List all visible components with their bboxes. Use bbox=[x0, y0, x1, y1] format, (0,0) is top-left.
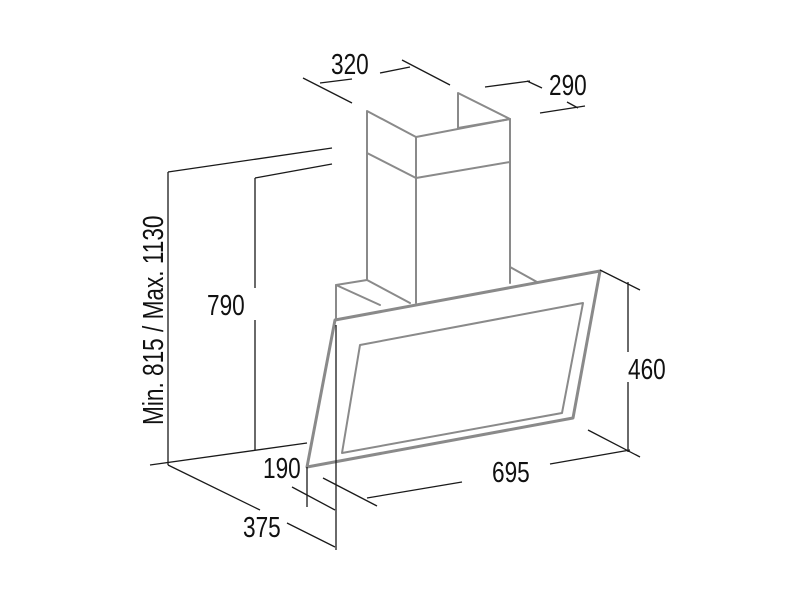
dim-label-695: 695 bbox=[492, 455, 530, 488]
hood-body-outline bbox=[335, 266, 538, 321]
glass-panel bbox=[305, 269, 602, 469]
dim-label-total-height: Min. 815 / Max. 1130 bbox=[136, 215, 169, 425]
dimension-lines bbox=[149, 59, 641, 550]
dim-label-460: 460 bbox=[628, 352, 666, 385]
dim-label-790: 790 bbox=[207, 288, 245, 321]
dim-label-190: 190 bbox=[263, 451, 301, 484]
chimney-outline bbox=[366, 92, 511, 304]
dim-label-375: 375 bbox=[243, 510, 281, 543]
dim-label-290: 290 bbox=[549, 68, 587, 101]
dim-label-320: 320 bbox=[331, 47, 369, 80]
